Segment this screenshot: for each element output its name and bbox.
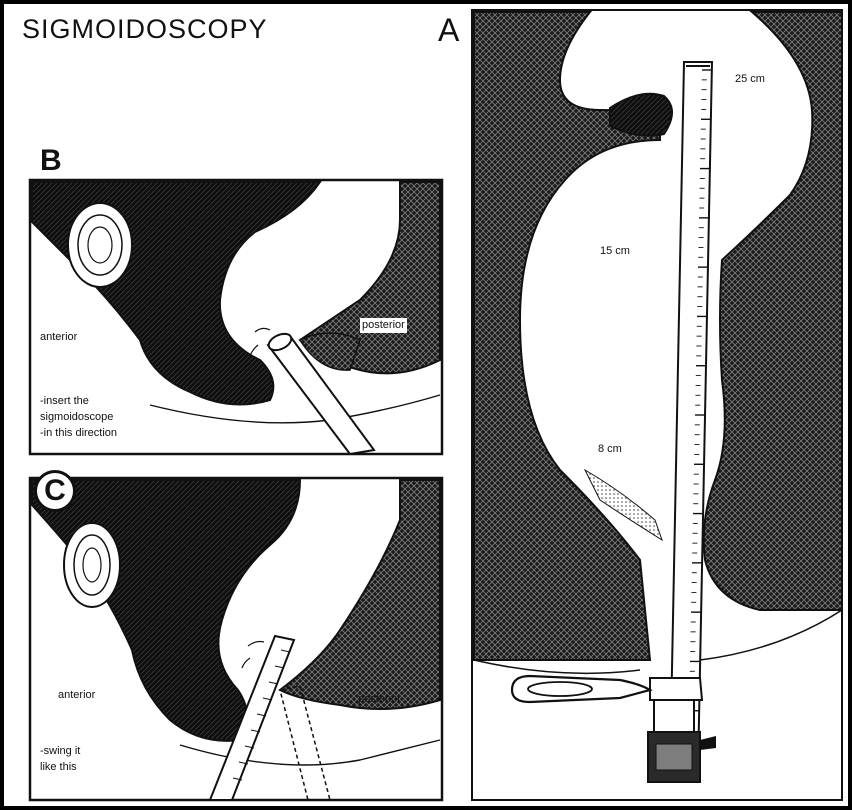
label-8cm: 8 cm	[598, 442, 622, 457]
scope-collar	[650, 678, 702, 700]
panel-a-letter: A	[438, 12, 459, 49]
scope-body	[654, 700, 694, 732]
figure-title: SIGMOIDOSCOPY	[22, 14, 268, 45]
label-anterior-b: anterior	[38, 330, 79, 345]
label-posterior-b: posterior	[360, 318, 407, 333]
instruction-c-line2: like this	[40, 760, 77, 775]
panel-b-letter: B	[40, 144, 62, 178]
label-posterior-c: posterior	[358, 692, 401, 707]
eyepiece-lens	[656, 744, 692, 770]
instruction-b-line3: -in this direction	[40, 426, 117, 441]
label-15cm: 15 cm	[600, 244, 630, 259]
instruction-c-line1: -swing it	[40, 744, 80, 759]
label-25cm: 25 cm	[735, 72, 765, 87]
instruction-b-line1: -insert the	[40, 394, 89, 409]
panel-a-drawing	[472, 10, 842, 800]
instruction-b-line2: sigmoidoscope	[40, 410, 113, 425]
panel-c-letter: C	[34, 470, 76, 512]
label-anterior-c: anterior	[56, 688, 97, 703]
panel-c-drawing	[30, 478, 442, 800]
